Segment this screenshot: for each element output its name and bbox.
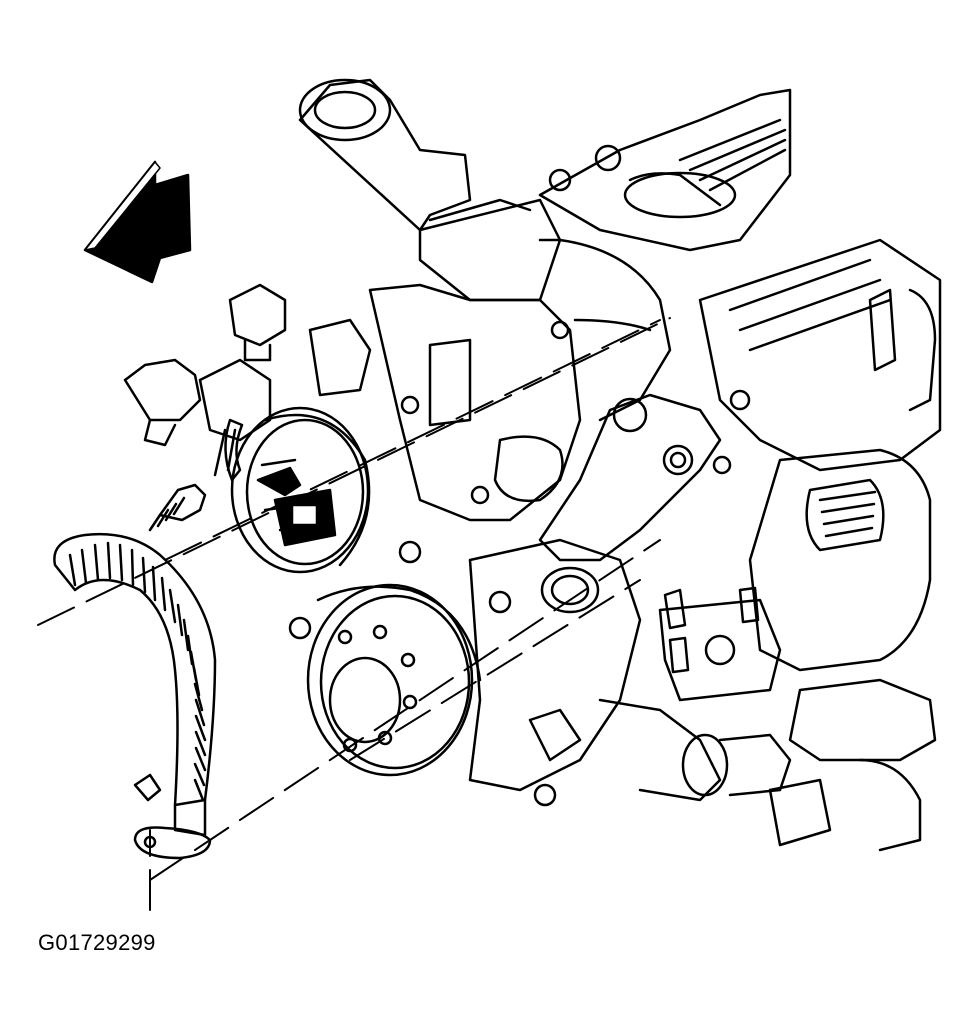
engine-cover-housing bbox=[370, 240, 670, 520]
corrugated-hose bbox=[54, 534, 215, 858]
power-steering-pulley bbox=[215, 408, 369, 572]
water-pump-pulley bbox=[290, 542, 510, 775]
alignment-lines bbox=[38, 318, 670, 910]
engine-upper-intake bbox=[300, 80, 790, 300]
pulley-bolt bbox=[150, 485, 205, 530]
mounting-bracket-studs bbox=[660, 588, 935, 850]
view-direction-arrow-icon bbox=[85, 162, 190, 282]
engine-block-right bbox=[700, 240, 940, 670]
figure-id-label: G01729299 bbox=[38, 930, 156, 955]
belt-tensioner-arm bbox=[540, 391, 749, 560]
water-pump-housing bbox=[470, 540, 790, 805]
coolant-outlet-fittings bbox=[125, 285, 370, 445]
